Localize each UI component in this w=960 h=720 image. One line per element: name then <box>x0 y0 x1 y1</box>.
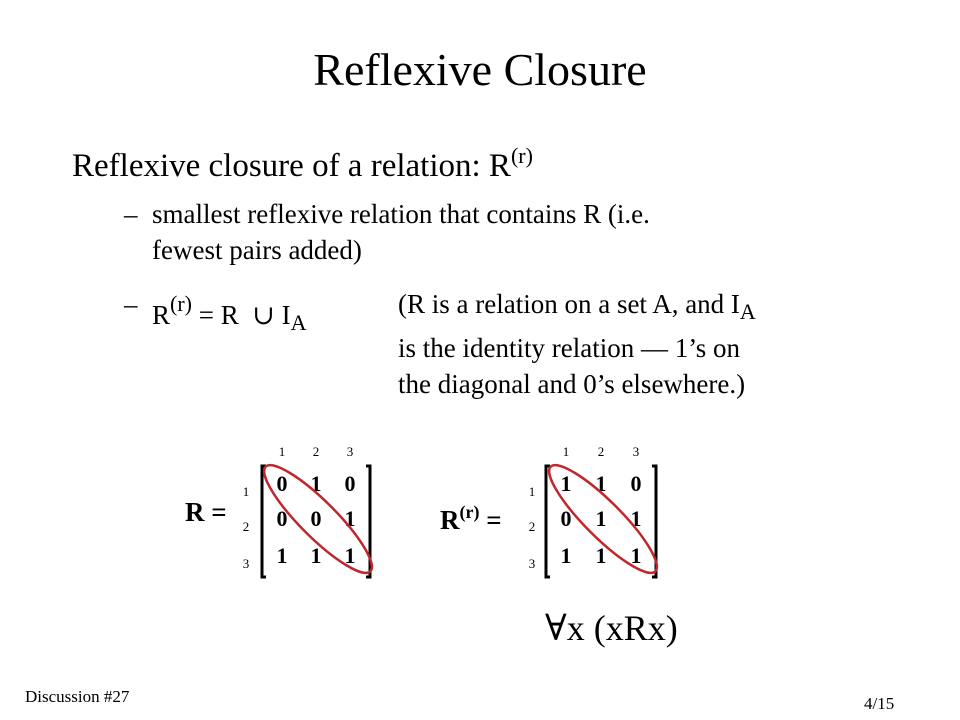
matrix-cell: 1 <box>596 471 607 496</box>
footer-discussion: Discussion #27 <box>25 687 130 706</box>
heading: Reflexive closure of a relation: R(r) <box>72 134 533 188</box>
matrix-cell: 1 <box>561 471 572 496</box>
bullet-dash: – <box>124 199 138 229</box>
matrix-cell: 1 <box>311 471 322 496</box>
matrix-row-index: 2 <box>529 519 536 534</box>
matrix-column-index: 3 <box>347 444 354 459</box>
matrix-cell: 1 <box>311 543 322 568</box>
matrix-left-bracket <box>260 464 266 579</box>
footer-page-number: 4/15 <box>864 694 895 713</box>
matrix-cell: 1 <box>345 543 356 568</box>
bullet-dash: – <box>124 289 138 319</box>
bullet-line: smallest reflexive relation that contain… <box>152 199 650 229</box>
formula-superscript: (r) <box>170 291 192 316</box>
matrix-cell: 1 <box>561 543 572 568</box>
reflexive-formula: ∀x (xRx) <box>545 608 678 648</box>
matrix-column-index: 1 <box>279 444 286 459</box>
bullet-line: fewest pairs added) <box>152 235 362 265</box>
slide-title: Reflexive Closure <box>313 44 647 95</box>
matrix-cell: 0 <box>345 471 356 496</box>
matrix-r-label: R = <box>185 497 227 527</box>
matrix-rr-label: R(r) = <box>440 502 502 535</box>
matrix-cell: 0 <box>561 506 572 531</box>
bullet-definition-text: smallest reflexive relation that contain… <box>152 196 650 268</box>
matrix-column-index: 3 <box>633 444 640 459</box>
matrix-cell: 0 <box>311 506 322 531</box>
matrix-cell: 1 <box>345 506 356 531</box>
formula-union: = R ∪ I <box>192 300 291 330</box>
heading-superscript: (r) <box>510 143 533 168</box>
matrix-cell: 1 <box>631 543 642 568</box>
matrix-cell: 1 <box>277 543 288 568</box>
matrix-row-index: 2 <box>243 519 250 534</box>
matrix-column-index: 1 <box>563 444 570 459</box>
identity-explanation: (R is a relation on a set A, and IA is t… <box>398 286 756 402</box>
matrix-row-index: 1 <box>529 484 536 499</box>
matrix-cell: 1 <box>596 506 607 531</box>
diagonal-ellipse <box>547 463 659 575</box>
matrix-row-index: 3 <box>529 556 536 571</box>
matrix-row-index: 3 <box>243 556 250 571</box>
matrix-cell: 0 <box>277 471 288 496</box>
matrix-cell: 1 <box>596 543 607 568</box>
explanation-line: is the identity relation — 1’s on <box>398 333 740 363</box>
matrix-row-index: 1 <box>243 484 250 499</box>
matrix-cell: 1 <box>631 506 642 531</box>
matrix-cell: 0 <box>277 506 288 531</box>
matrix-right-bracket <box>366 464 372 579</box>
formula-r: R <box>152 300 171 330</box>
matrix-right-bracket <box>652 464 658 579</box>
matrix-column-index: 2 <box>598 444 605 459</box>
closure-formula: R(r) = R ∪ IA <box>152 286 307 341</box>
matrix-cell: 0 <box>631 471 642 496</box>
matrix-column-index: 2 <box>313 444 320 459</box>
explanation-line: the diagonal and 0’s elsewhere.) <box>398 369 746 399</box>
explanation-line: (R is a relation on a set A, and IA <box>398 289 756 324</box>
heading-text: Reflexive closure of a relation: R <box>72 148 511 184</box>
matrix-left-bracket <box>544 464 550 579</box>
formula-subscript: A <box>290 310 307 335</box>
diagonal-ellipse <box>262 463 374 575</box>
